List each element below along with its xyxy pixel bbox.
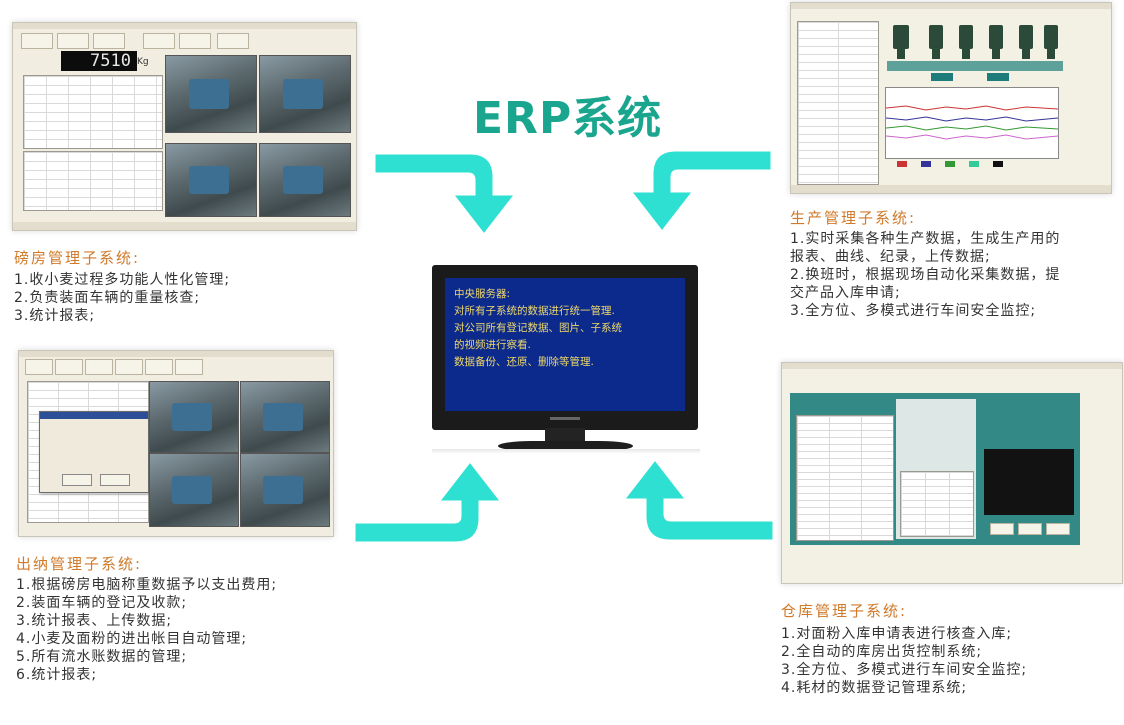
list-item: 2.装面车辆的登记及收款;: [16, 595, 188, 611]
monitor-screen: 中央服务器: 对所有子系统的数据进行统一管理. 对公司所有登记数据、图片、子系统…: [445, 278, 685, 411]
list-item: 报表、曲线、纪录，上传数据;: [790, 249, 991, 265]
warehouse-video-feed: [984, 449, 1074, 515]
scale-reading-display: 7510: [61, 51, 137, 71]
weighbridge-screenshot: 7510 Kg: [12, 22, 357, 231]
production-table: [797, 21, 879, 185]
production-list: 1.实时采集各种生产数据，生成生产用的 报表、曲线、纪录，上传数据; 2.换班时…: [790, 230, 1060, 320]
monitor-logo: [550, 417, 580, 420]
list-item: 2.换班时，根据现场自动化采集数据，提: [790, 267, 1061, 283]
list-item: 3.统计报表、上传数据;: [16, 613, 173, 629]
production-screenshot: [790, 2, 1112, 194]
camera-feed: [259, 143, 351, 217]
warehouse-list: [796, 415, 894, 541]
camera-feed: [259, 55, 351, 133]
list-item: 1.实时采集各种生产数据，生成生产用的: [790, 231, 1061, 247]
monitor-neck: [545, 428, 585, 444]
server-description: 中央服务器: 对所有子系统的数据进行统一管理. 对公司所有登记数据、图片、子系统…: [454, 286, 622, 371]
list-item: 4.小麦及面粉的进出帐目自动管理;: [16, 631, 248, 647]
monitor-shadow: [432, 449, 700, 454]
camera-feed: [149, 453, 239, 527]
weighbridge-list: 1.收小麦过程多功能人性化管理; 2.负责装面车辆的重量核查; 3.统计报表;: [14, 271, 230, 325]
list-item: 1.对面粉入库申请表进行核查入库;: [781, 626, 1013, 642]
scale-unit-label: Kg: [137, 57, 149, 67]
cashier-title: 出纳管理子系统:: [16, 555, 143, 573]
machine-icons: [889, 21, 1064, 61]
camera-feed: [240, 453, 330, 527]
monitor-base: [498, 441, 633, 451]
list-item: 3.全方位、多模式进行车间安全监控;: [781, 662, 1028, 678]
erp-title: ERP系统: [473, 93, 663, 144]
server-line: 对所有子系统的数据进行统一管理.: [454, 305, 615, 317]
cashier-dialog: [39, 411, 149, 493]
arrow-bottom-right: [625, 461, 773, 540]
list-item: 4.耗材的数据登记管理系统;: [781, 680, 968, 696]
weighbridge-table-bottom: [23, 151, 163, 211]
arrow-top-right: [632, 151, 771, 230]
list-item: 1.收小麦过程多功能人性化管理;: [14, 272, 231, 288]
list-item: 2.负责装面车辆的重量核查;: [14, 290, 201, 306]
list-item: 3.全方位、多模式进行车间安全监控;: [790, 303, 1037, 319]
central-server-monitor: 中央服务器: 对所有子系统的数据进行统一管理. 对公司所有登记数据、图片、子系统…: [432, 265, 698, 430]
list-item: 1.根据磅房电脑称重数据予以支出费用;: [16, 577, 278, 593]
warehouse-screenshot: [781, 362, 1123, 584]
server-line: 对公司所有登记数据、图片、子系统: [454, 322, 622, 334]
server-line: 数据备份、还原、删除等管理.: [454, 356, 594, 368]
list-item: 5.所有流水账数据的管理;: [16, 649, 188, 665]
cashier-list: 1.根据磅房电脑称重数据予以支出费用; 2.装面车辆的登记及收款; 3.统计报表…: [16, 576, 277, 684]
camera-feed: [149, 381, 239, 453]
production-title: 生产管理子系统:: [790, 209, 917, 227]
list-item: 3.统计报表;: [14, 308, 96, 324]
server-line: 中央服务器:: [454, 288, 511, 300]
list-item: 6.统计报表;: [16, 667, 98, 683]
warehouse-title: 仓库管理子系统:: [781, 602, 908, 620]
server-line: 的视频进行察看.: [454, 339, 531, 351]
warehouse-detail: [900, 471, 974, 537]
camera-feed: [240, 381, 330, 453]
arrow-bottom-left: [355, 463, 500, 542]
camera-feed: [165, 55, 257, 133]
cashier-screenshot: [18, 350, 334, 537]
arrow-top-left: [375, 154, 514, 233]
camera-feed: [165, 143, 257, 217]
list-item: 交产品入库申请;: [790, 285, 901, 301]
weighbridge-title: 磅房管理子系统:: [14, 249, 141, 267]
weighbridge-table-top: [23, 75, 163, 149]
list-item: 2.全自动的库房出货控制系统;: [781, 644, 983, 660]
production-chart: [885, 87, 1059, 159]
warehouse-list-text: 1.对面粉入库申请表进行核查入库; 2.全自动的库房出货控制系统; 3.全方位、…: [781, 625, 1027, 697]
